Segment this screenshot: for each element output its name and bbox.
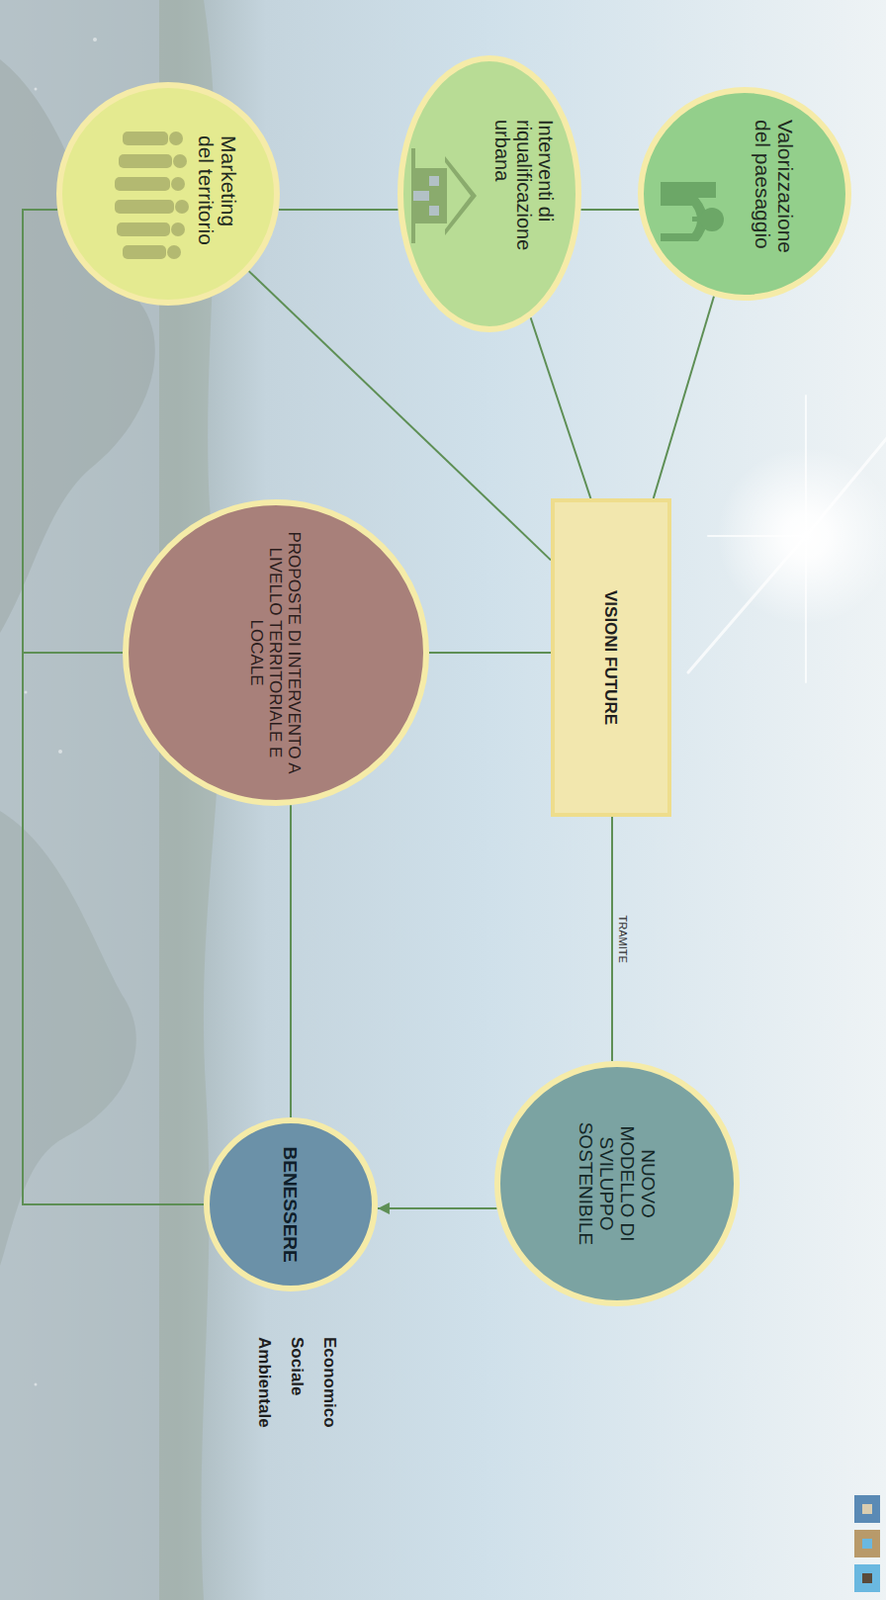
- node-label: VISIONI FUTURE: [601, 590, 621, 725]
- node-label: NUOVO MODELLO DI SVILUPPO SOSTENIBILE: [574, 1104, 659, 1263]
- edge-label: TRAMITE: [617, 915, 629, 964]
- central-box: VISIONI FUTURE: [550, 498, 672, 817]
- wellbeing-circle: BENESSERE: [203, 1117, 378, 1292]
- circle-shape: [206, 1120, 375, 1289]
- node-outline: [56, 82, 280, 306]
- connector-line: [531, 317, 592, 499]
- landscape-icon: [660, 181, 724, 242]
- connector-line: [653, 295, 714, 499]
- node-label: Valorizzazione del paesaggio: [750, 119, 798, 268]
- node-label: Marketing del territorio: [193, 135, 241, 253]
- house-windows: [413, 176, 440, 216]
- node-label: BENESSERE: [279, 1147, 301, 1263]
- circle-shape: [400, 58, 579, 330]
- node-outline: [494, 1061, 740, 1307]
- category-label: Economico: [319, 1336, 340, 1428]
- connector-line: [429, 651, 551, 654]
- node-label: Interventi di riqualificazione urbana: [490, 119, 557, 268]
- house-icon: [411, 148, 477, 244]
- connector-line: [611, 816, 614, 1062]
- box-shape: [552, 500, 670, 815]
- connector-line: [289, 804, 292, 1118]
- theme-circle: Valorizzazione del paesaggio: [637, 87, 852, 301]
- proposal-circle: PROPOSTE DI INTERVENTO A LIVELLO TERRITO…: [122, 499, 430, 806]
- theme-circle: Marketing del territorio: [56, 82, 280, 306]
- circle-shape: [497, 1063, 737, 1304]
- circle-shape: [125, 502, 427, 803]
- connector-line: [278, 208, 399, 211]
- model-circle: NUOVO MODELLO DI SVILUPPO SOSTENIBILE: [494, 1061, 740, 1307]
- node-label: PROPOSTE DI INTERVENTO A LIVELLO TERRITO…: [247, 529, 304, 777]
- category-label: Ambientale: [254, 1336, 274, 1428]
- category-label: Sociale: [286, 1336, 307, 1397]
- people-icon: [114, 131, 189, 260]
- theme-ellipse: Interventi di riqualificazione urbana: [397, 55, 582, 333]
- connector-line: [377, 1207, 498, 1210]
- circle-shape: [640, 89, 849, 298]
- logo: [854, 1495, 881, 1593]
- node-outline: [637, 87, 852, 301]
- circle-shape: [59, 85, 277, 303]
- connector-line: [580, 208, 639, 211]
